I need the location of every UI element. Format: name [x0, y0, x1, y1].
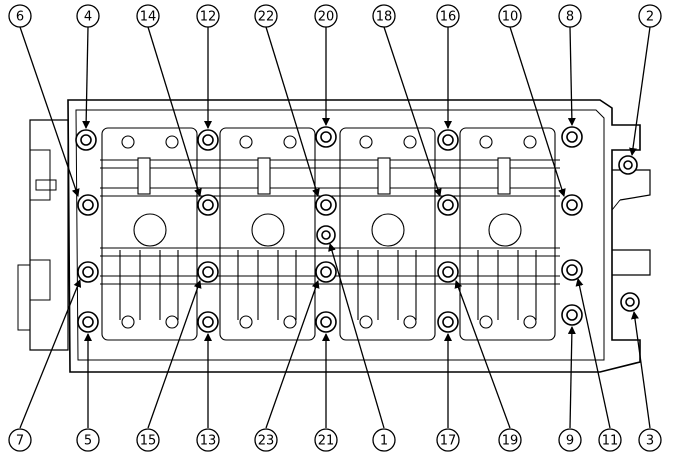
bolt-3	[620, 292, 640, 312]
callout-4: 4	[76, 4, 100, 28]
bolt-19	[437, 261, 459, 283]
svg-text:9: 9	[566, 434, 574, 449]
bolt-23	[315, 261, 337, 283]
bolt-15	[197, 261, 219, 283]
svg-text:20: 20	[318, 10, 335, 25]
bolt-14	[197, 194, 219, 216]
svg-text:18: 18	[376, 10, 393, 25]
callout-15: 15	[136, 428, 160, 452]
bolt-5	[77, 311, 99, 333]
svg-text:8: 8	[566, 10, 574, 25]
bolt-22	[315, 194, 337, 216]
svg-text:21: 21	[318, 434, 335, 449]
callout-17: 17	[436, 428, 460, 452]
callout-8: 8	[558, 4, 582, 28]
svg-text:6: 6	[16, 10, 24, 25]
bolt-9	[561, 304, 583, 326]
svg-text:12: 12	[200, 10, 217, 25]
callout-1: 1	[372, 428, 396, 452]
callout-5: 5	[76, 428, 100, 452]
bolt-12	[197, 129, 219, 151]
svg-text:3: 3	[646, 434, 654, 449]
callout-23: 23	[254, 428, 278, 452]
bolt-2	[618, 155, 638, 175]
svg-text:23: 23	[258, 434, 275, 449]
callout-7: 7	[8, 428, 32, 452]
callout-12: 12	[196, 4, 220, 28]
callout-10: 10	[498, 4, 522, 28]
bolt-13	[197, 311, 219, 333]
cylinder-head-outline	[17, 99, 651, 373]
svg-text:13: 13	[200, 434, 217, 449]
svg-text:1: 1	[380, 434, 388, 449]
svg-text:4: 4	[84, 10, 92, 25]
bolt-8	[561, 126, 583, 148]
svg-text:22: 22	[258, 10, 275, 25]
svg-text:2: 2	[646, 10, 654, 25]
bolt-6	[77, 194, 99, 216]
callout-16: 16	[436, 4, 460, 28]
bolt-20	[315, 126, 337, 148]
callout-13: 13	[196, 428, 220, 452]
callout-11: 11	[598, 428, 622, 452]
svg-text:7: 7	[16, 434, 24, 449]
bottom-callouts: 7 5 15 13 23 21 1 17 19 9 11 3	[8, 428, 662, 452]
svg-text:16: 16	[440, 10, 457, 25]
callout-2: 2	[638, 4, 662, 28]
svg-text:15: 15	[140, 434, 157, 449]
callout-14: 14	[136, 4, 160, 28]
bolt-1	[316, 225, 336, 245]
svg-text:14: 14	[140, 10, 157, 25]
bolt-10	[561, 194, 583, 216]
svg-text:5: 5	[84, 434, 92, 449]
callout-6: 6	[8, 4, 32, 28]
svg-text:19: 19	[502, 434, 519, 449]
svg-text:10: 10	[502, 10, 519, 25]
svg-text:11: 11	[602, 434, 619, 449]
top-callouts: 6 4 14 12 22 20 18 16 10 8 2	[8, 4, 662, 28]
bolt-4	[75, 129, 97, 151]
bolt-21	[315, 311, 337, 333]
callout-20: 20	[314, 4, 338, 28]
bolt-7	[77, 261, 99, 283]
callout-19: 19	[498, 428, 522, 452]
bolt-18	[437, 194, 459, 216]
svg-text:17: 17	[440, 434, 457, 449]
bolt-heads	[75, 126, 640, 333]
bolt-11	[561, 259, 583, 281]
bolt-17	[437, 311, 459, 333]
callout-3: 3	[638, 428, 662, 452]
bolt-16	[437, 129, 459, 151]
leader-arrows	[19, 26, 651, 429]
callout-9: 9	[558, 428, 582, 452]
callout-22: 22	[254, 4, 278, 28]
callout-21: 21	[314, 428, 338, 452]
callout-18: 18	[372, 4, 396, 28]
